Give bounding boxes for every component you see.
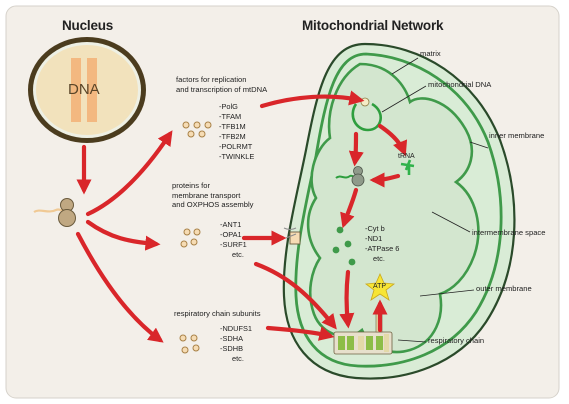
arrow-ribosome-products <box>340 187 359 229</box>
replication-heading-line: factors for replication <box>176 75 247 84</box>
dna-label: DNA <box>68 81 100 98</box>
list-item: etc. <box>232 250 244 259</box>
protein-cluster-replication <box>182 121 212 138</box>
arrows <box>75 90 408 343</box>
dna-strand-left <box>71 58 81 122</box>
mitochondrial-network-title: Mitochondrial Network <box>302 18 444 33</box>
replication-heading-line: and transcription of mtDNA <box>176 84 268 94</box>
protein-cluster-transport <box>180 228 201 248</box>
list-item: etc. <box>232 354 244 363</box>
list-item: -POLRMT <box>219 142 253 151</box>
list-item: -OPA1 <box>220 230 242 239</box>
trna-icon <box>400 159 415 175</box>
replication-heading: factors for replication and transcriptio… <box>176 75 267 94</box>
arrow-transport-chain <box>253 261 337 330</box>
arrow-to-subunits <box>75 231 164 343</box>
dna-strand-right <box>87 58 97 122</box>
list-item: -SDHA <box>220 334 243 343</box>
list-item: -TWINKLE <box>219 152 255 161</box>
mito-protein-dots <box>332 226 356 266</box>
arrow-mtdna-trna <box>377 123 408 157</box>
subunits-heading-line: respiratory chain subunits <box>174 309 261 318</box>
nucleus-title: Nucleus <box>62 18 114 33</box>
replication-list: -PolG -TFAM -TFB1M -TFB2M -POLRMT -TWINK… <box>219 102 254 162</box>
membrane-transporter <box>283 227 301 245</box>
list-item: -Cyt b <box>365 224 385 233</box>
arrow-trna-ribosome <box>369 172 401 188</box>
callout-respiratory-chain: respiratory chain <box>428 336 485 345</box>
arrow-mtdna-ribosome <box>348 131 364 167</box>
atp-star <box>364 273 396 301</box>
list-item: -ND1 <box>365 234 383 243</box>
mito-ribosome <box>335 166 365 187</box>
list-item: -NDUFS1 <box>220 324 253 333</box>
list-item: -SDHB <box>220 344 243 353</box>
mitochondrion <box>282 42 516 380</box>
list-item: -PolG <box>219 102 238 111</box>
list-item: -ANT1 <box>220 220 242 229</box>
mito-products-list: -Cyt b -ND1 -ATPase 6 etc. <box>365 224 399 264</box>
cytosol-ribosome <box>33 198 76 227</box>
list-item: etc. <box>373 254 385 263</box>
callout-outer-membrane: outer membrane <box>476 284 532 293</box>
callout-matrix: matrix <box>420 49 441 58</box>
transport-heading: proteins for membrane transport and OXPH… <box>172 181 253 210</box>
transport-heading-line: proteins for <box>172 181 210 190</box>
transport-heading-line: and OXPHOS assembly <box>172 200 254 210</box>
callout-intermembrane-space: intermembrane space <box>472 228 546 237</box>
list-item: -ATPase 6 <box>365 244 400 253</box>
atp-label: ATP <box>373 283 387 290</box>
protein-cluster-subunits <box>179 334 200 354</box>
arrow-to-mtdna <box>259 90 365 109</box>
nucleus <box>28 37 146 143</box>
callout-inner-membrane: inner membrane <box>489 131 545 140</box>
arrow-subunits-chain <box>265 325 335 341</box>
arrow-products-chain <box>339 269 355 329</box>
callout-lines <box>381 57 489 343</box>
list-item: -SURF1 <box>220 240 247 249</box>
transport-list: -ANT1 -OPA1 -SURF1 etc. <box>220 220 247 260</box>
arrow-to-transport <box>85 219 161 251</box>
list-item: -TFB2M <box>219 132 246 141</box>
transport-heading-line: membrane transport <box>172 190 241 200</box>
arrow-to-replication <box>85 130 173 217</box>
list-item: -TFB1M <box>219 122 246 131</box>
subunits-list: -NDUFS1 -SDHA -SDHB etc. <box>220 324 252 364</box>
subunits-heading: respiratory chain subunits <box>174 309 261 319</box>
trna-label: tRNA <box>398 153 415 160</box>
callout-mitochondrial-dna: mitochondrial DNA <box>428 80 492 89</box>
list-item: -TFAM <box>219 112 242 121</box>
